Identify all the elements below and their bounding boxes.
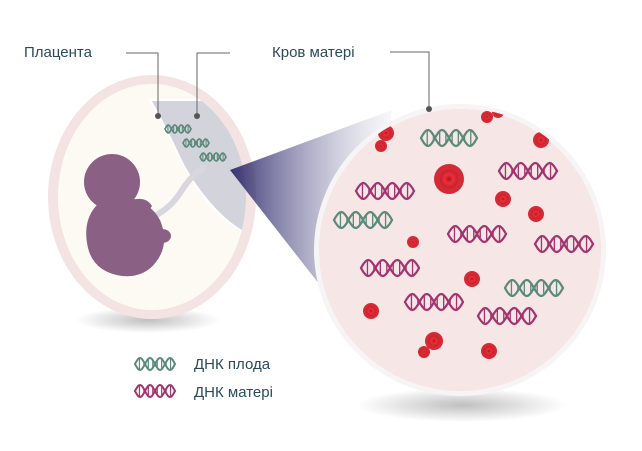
leader-lines <box>126 51 430 113</box>
placenta-fetal-dna-icon <box>199 152 227 162</box>
red-blood-cell-icon <box>481 343 497 359</box>
red-blood-cell-icon <box>434 164 464 194</box>
placenta-leader-line <box>126 52 159 113</box>
fetus-icon <box>84 154 171 277</box>
fetal-dna-helix-icon <box>332 210 394 230</box>
placenta-fetal-dna-icon <box>182 138 210 148</box>
fetal-dna-helix-icon <box>134 356 176 372</box>
maternal-dna-helix-icon <box>533 234 595 254</box>
red-blood-cell-icon <box>464 271 480 287</box>
placenta-label: Плацента <box>24 44 92 61</box>
maternal-dna-helix-icon <box>134 383 176 399</box>
red-blood-cell-icon <box>375 140 387 152</box>
uterus-shadow <box>76 307 220 333</box>
placenta-leader-dot-2 <box>194 113 200 119</box>
red-blood-cell-icon <box>425 332 443 350</box>
zoom-circle-shadow <box>357 388 567 422</box>
red-blood-cell-icon <box>528 206 544 222</box>
maternal-dna-helix-icon <box>476 306 538 326</box>
fetal-dna-helix-icon <box>503 278 565 298</box>
maternal-blood-leader-dot <box>426 106 432 112</box>
maternal-dna-helix-icon <box>354 181 416 201</box>
red-blood-cell-icon <box>495 191 511 207</box>
maternal-blood-leader-line <box>390 51 430 106</box>
uterus <box>48 75 256 319</box>
maternal-dna-helix-icon <box>403 292 465 312</box>
legend-maternal-dna-label: ДНК матері <box>194 384 273 401</box>
fetal-dna-helix-icon <box>419 128 479 148</box>
maternal-dna-helix-icon <box>497 161 559 181</box>
blood-sample-contents <box>332 108 595 359</box>
maternal-dna-helix-icon <box>446 224 508 244</box>
placenta-fetal-dna-icon <box>164 124 192 134</box>
placenta-leader-dot <box>155 113 161 119</box>
red-blood-cell-icon <box>363 303 379 319</box>
red-blood-cell-icon <box>407 236 419 248</box>
umbilical-cord <box>147 165 207 221</box>
red-blood-cell-icon <box>481 111 493 123</box>
maternal-dna-helix-icon <box>359 258 421 278</box>
red-blood-cell-icon <box>418 346 430 358</box>
placenta-leader-line-2 <box>196 52 230 113</box>
maternal-blood-zoom-circle <box>314 104 606 396</box>
legend-fetal-dna-label: ДНК плода <box>194 356 271 373</box>
maternal-blood-label: Кров матері <box>272 44 355 61</box>
